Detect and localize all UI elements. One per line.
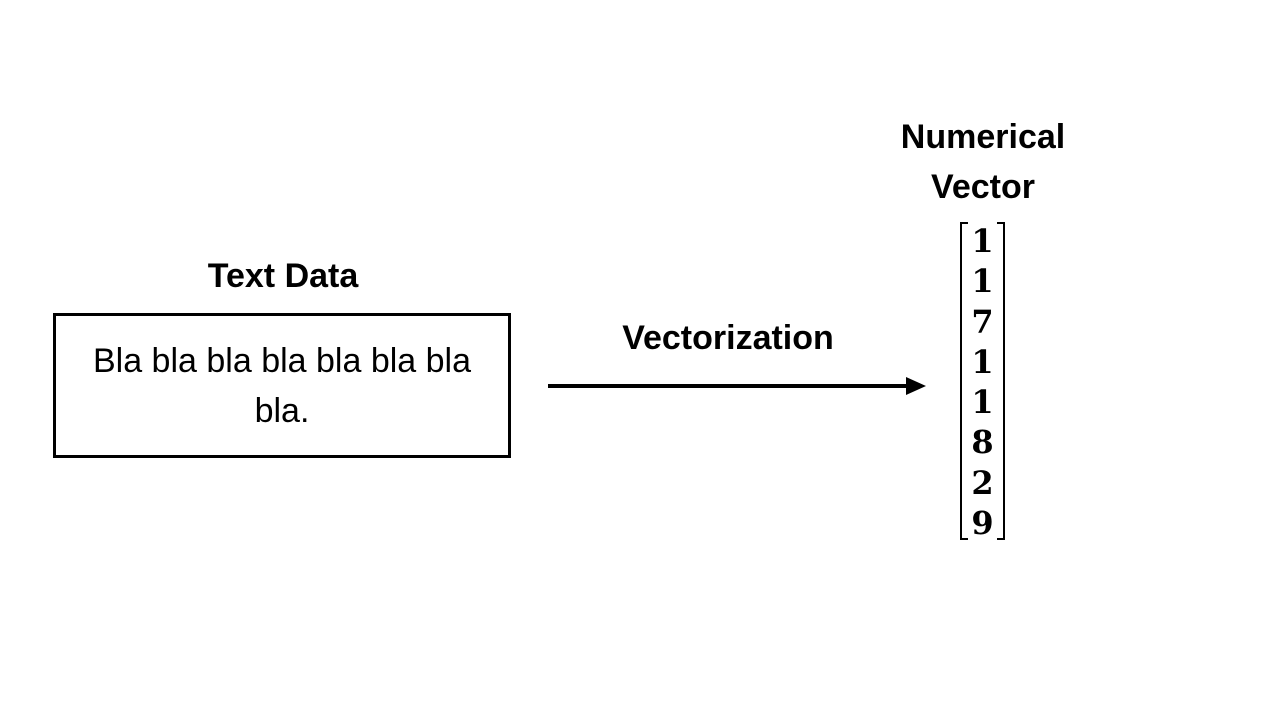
vector-value: 1: [971, 383, 994, 422]
text-data-content: Bla bla bla bla bla bla bla bla.: [92, 341, 472, 430]
numerical-vector: 1 1 7 1 1 8 2 9: [955, 222, 1010, 542]
vectorization-label: Vectorization: [622, 319, 834, 357]
vector-value: 1: [971, 262, 994, 301]
left-bracket: [960, 222, 968, 540]
vector-values: 1 1 7 1 1 8 2 9: [969, 222, 996, 542]
text-data-box: Bla bla bla bla bla bla bla bla.: [53, 313, 511, 458]
vector-value: 1: [971, 342, 994, 381]
vector-value: 7: [971, 302, 994, 341]
vector-value: 9: [971, 503, 994, 542]
text-data-title: Text Data: [207, 257, 359, 295]
arrow-right-icon: [548, 377, 926, 395]
vector-value: 8: [971, 423, 994, 462]
vector-value: 2: [971, 463, 994, 502]
arrow-head: [906, 377, 926, 395]
numerical-vector-title: Numerical Vector: [900, 118, 1066, 206]
right-bracket: [997, 222, 1005, 540]
vector-value: 1: [971, 222, 994, 260]
